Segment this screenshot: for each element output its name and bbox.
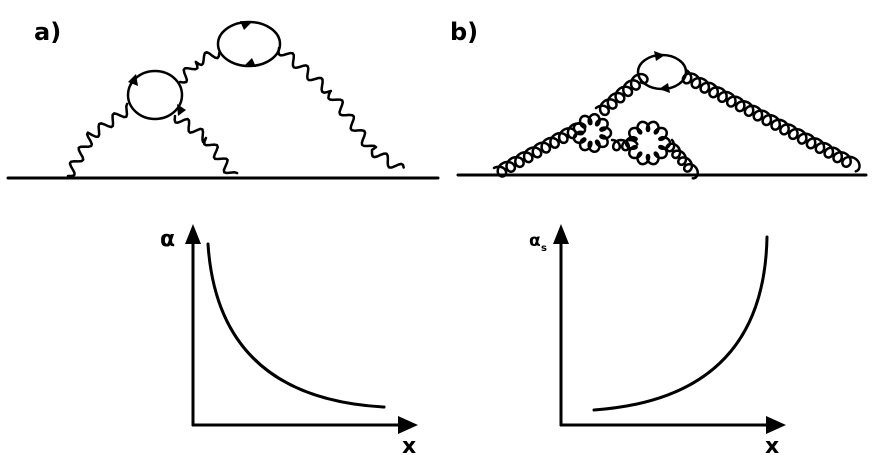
panel-b-gluon-loop-right [624,120,672,166]
panel-b-x-axis-arrow [766,416,786,434]
panel-a-x-axis-arrow [398,416,418,434]
panel-b-quark-loop [636,53,688,91]
panel-a-y-label: α [160,227,175,252]
panel-a-y-axis-arrow [185,224,201,244]
panel-b-loop-arrow-bottom [659,83,670,93]
panel-b-loop-arrow-top [654,51,665,61]
panel-b-y-label: α [529,231,541,251]
panel-a-label: a) [34,18,61,46]
panel-b-gluon-left [492,122,587,178]
panel-b: b) α s x [450,18,868,455]
panel-a-loop-left-arrow-bottom [177,104,186,116]
panel-a-loop-left-arrow-top [128,74,138,86]
panel-b-gluon-loop-left [572,112,613,154]
panel-a-fermion-loop-right [216,20,282,68]
panel-a-photon-left [66,102,129,178]
panel-a-photon-right [277,46,405,169]
panel-a-loop-right-arrow-top [240,21,252,30]
panel-b-gluon-upper-left [594,72,649,117]
panel-b-gluon-right [681,68,861,173]
panel-a-coupling-curve [206,242,386,409]
panel-a-photon-lower [173,114,239,175]
panel-a: a) α x [6,18,440,455]
panel-a-photon-middle [178,50,221,84]
panel-a-fermion-loop-left [126,69,184,121]
panel-b-x-label: x [765,434,779,455]
panel-b-coupling-curve [592,235,769,412]
panel-b-y-axis-arrow [553,224,569,244]
panel-b-gluon-lower-right [665,138,699,180]
panel-a-x-label: x [402,434,416,455]
panel-b-label: b) [450,18,478,46]
panel-b-y-label-subscript: s [541,243,547,254]
panel-a-loop-right-arrow-bottom [244,58,256,67]
